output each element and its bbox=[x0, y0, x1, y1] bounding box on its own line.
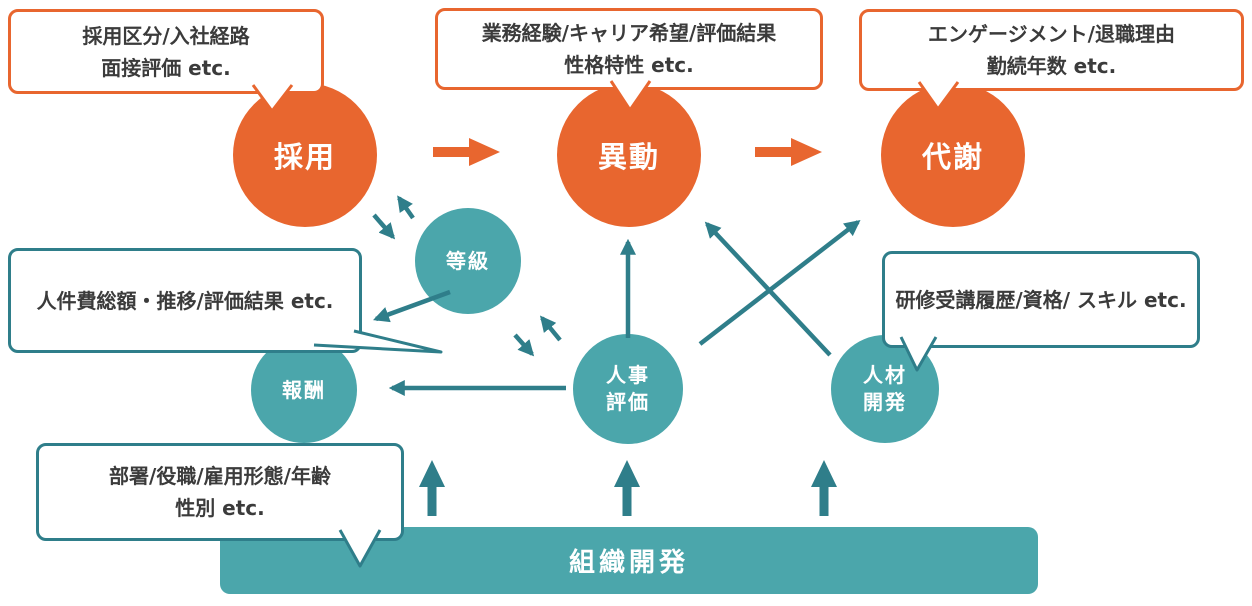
node-development: 人材 開発 bbox=[831, 335, 939, 443]
bubble-organization-line1: 部署/役職/雇用形態/年齢 bbox=[109, 464, 331, 488]
bubble-organization-line2: 性別 etc. bbox=[175, 496, 265, 520]
bubble-attrition: エンゲージメント/退職理由 勤続年数 etc. bbox=[859, 9, 1244, 91]
bubble-recruitment-line2: 面接評価 etc. bbox=[101, 55, 231, 80]
bubble-transfer: 業務経験/キャリア希望/評価結果 性格特性 etc. bbox=[435, 8, 823, 90]
bubble-transfer-line2: 性格特性 etc. bbox=[564, 53, 694, 77]
arrow-organization-to-evaluation bbox=[614, 460, 640, 516]
node-attrition: 代謝 bbox=[881, 83, 1025, 227]
node-compensation: 報酬 bbox=[251, 337, 357, 443]
node-attrition-label: 代謝 bbox=[921, 140, 984, 174]
arrow-evaluation-to-grade bbox=[539, 315, 562, 342]
node-recruitment: 採用 bbox=[233, 83, 377, 227]
node-development-label-1: 人材 bbox=[863, 363, 907, 387]
node-grade-label: 等級 bbox=[446, 248, 490, 273]
arrow-grade-to-recruitment bbox=[397, 195, 415, 220]
node-development-label-2: 開発 bbox=[863, 390, 907, 414]
bubble-compensation-line1: 人件費総額・推移/評価結果 etc. bbox=[36, 288, 334, 313]
node-evaluation: 人事 評価 bbox=[573, 334, 683, 444]
arrow-organization-to-development bbox=[811, 460, 837, 516]
node-evaluation-label-1: 人事 bbox=[606, 363, 650, 387]
bubble-attrition-line2: 勤続年数 etc. bbox=[986, 54, 1117, 78]
node-grade: 等級 bbox=[415, 208, 521, 314]
bubble-transfer-line1: 業務経験/キャリア希望/評価結果 bbox=[481, 21, 777, 45]
bubble-recruitment-line1: 採用区分/入社経路 bbox=[82, 23, 250, 48]
node-recruitment-label: 採用 bbox=[273, 140, 336, 174]
arrow-recruitment-to-grade bbox=[372, 213, 396, 240]
bubble-compensation: 人件費総額・推移/評価結果 etc. bbox=[8, 248, 362, 353]
node-evaluation-label-2: 評価 bbox=[606, 390, 650, 414]
bubble-recruitment: 採用区分/入社経路 面接評価 etc. bbox=[8, 9, 324, 94]
node-transfer: 異動 bbox=[557, 83, 701, 227]
arrow-evaluation-to-attrition bbox=[698, 220, 861, 346]
bubble-organization: 部署/役職/雇用形態/年齢 性別 etc. bbox=[36, 443, 404, 541]
node-compensation-label: 報酬 bbox=[282, 377, 326, 402]
arrow-grade-to-evaluation bbox=[513, 333, 535, 357]
arrow-development-to-transfer bbox=[704, 221, 832, 357]
bubble-attrition-line1: エンゲージメント/退職理由 bbox=[928, 22, 1175, 46]
node-transfer-label: 異動 bbox=[597, 140, 660, 174]
arrow-recruitment-to-transfer bbox=[433, 138, 500, 166]
arrow-transfer-to-attrition bbox=[755, 138, 822, 166]
bubble-development-line1: 研修受講履歴/資格/ スキル etc. bbox=[895, 287, 1187, 312]
bubble-development: 研修受講履歴/資格/ スキル etc. bbox=[882, 251, 1200, 348]
banner-label: 組織開発 bbox=[568, 548, 689, 578]
arrow-organization-to-compensation bbox=[419, 460, 445, 516]
